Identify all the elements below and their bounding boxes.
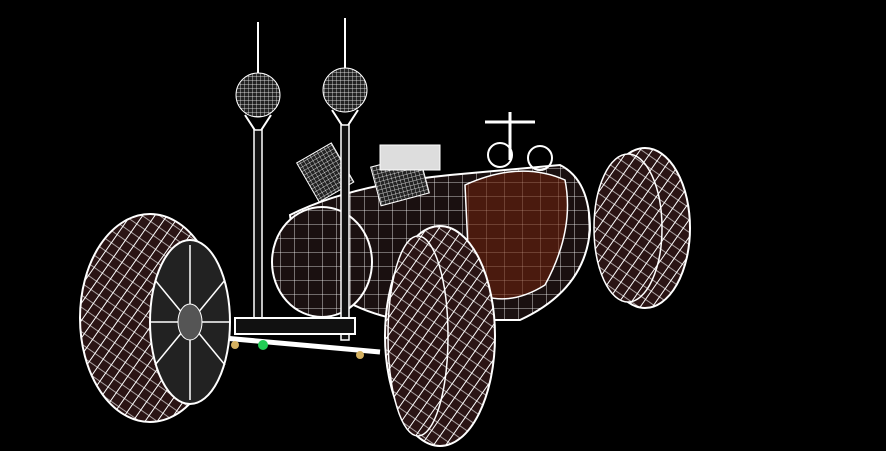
steering-wheel bbox=[485, 112, 553, 171]
seat bbox=[464, 170, 569, 300]
radiator bbox=[271, 206, 373, 318]
engine-block bbox=[295, 142, 441, 207]
front-right-wheel bbox=[384, 225, 496, 447]
right-headlamp bbox=[322, 18, 368, 341]
rear-right-wheel bbox=[593, 147, 691, 309]
front-left-wheel bbox=[79, 213, 231, 423]
left-headlamp bbox=[235, 22, 281, 331]
pivot-marker bbox=[258, 340, 268, 350]
